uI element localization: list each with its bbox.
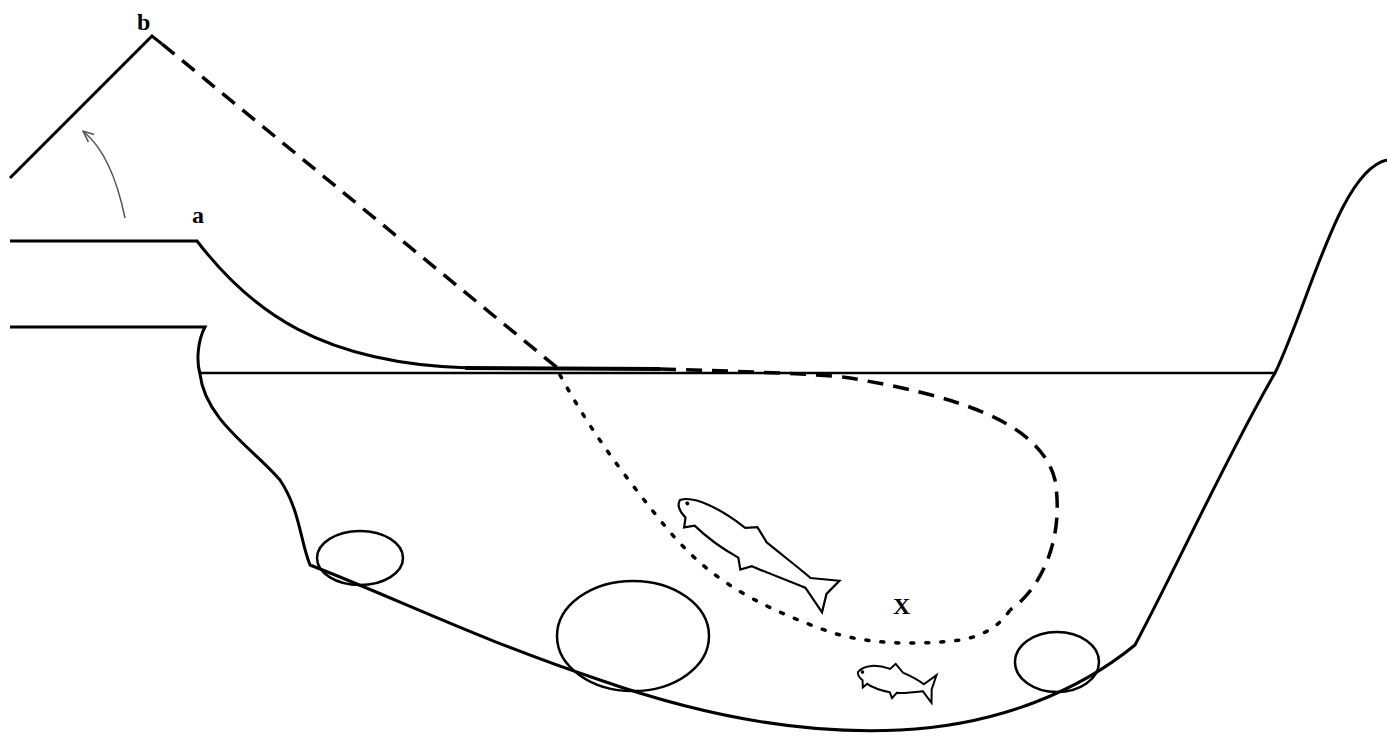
dotted-line — [560, 375, 1010, 643]
line-on-surface — [465, 368, 660, 369]
motion-arrow — [84, 132, 125, 218]
part-label: a — [192, 203, 204, 227]
rock — [1015, 632, 1099, 692]
rock — [317, 531, 403, 585]
dashed-line — [162, 44, 1057, 610]
rod-raised — [10, 36, 162, 178]
trout — [666, 485, 842, 619]
part-label: X — [893, 594, 910, 618]
part-label: b — [137, 10, 150, 34]
water-surface — [200, 372, 1275, 375]
rock — [557, 581, 709, 691]
rod-lowered — [10, 241, 470, 368]
small-fish — [854, 657, 938, 707]
stream-bed — [10, 160, 1387, 731]
